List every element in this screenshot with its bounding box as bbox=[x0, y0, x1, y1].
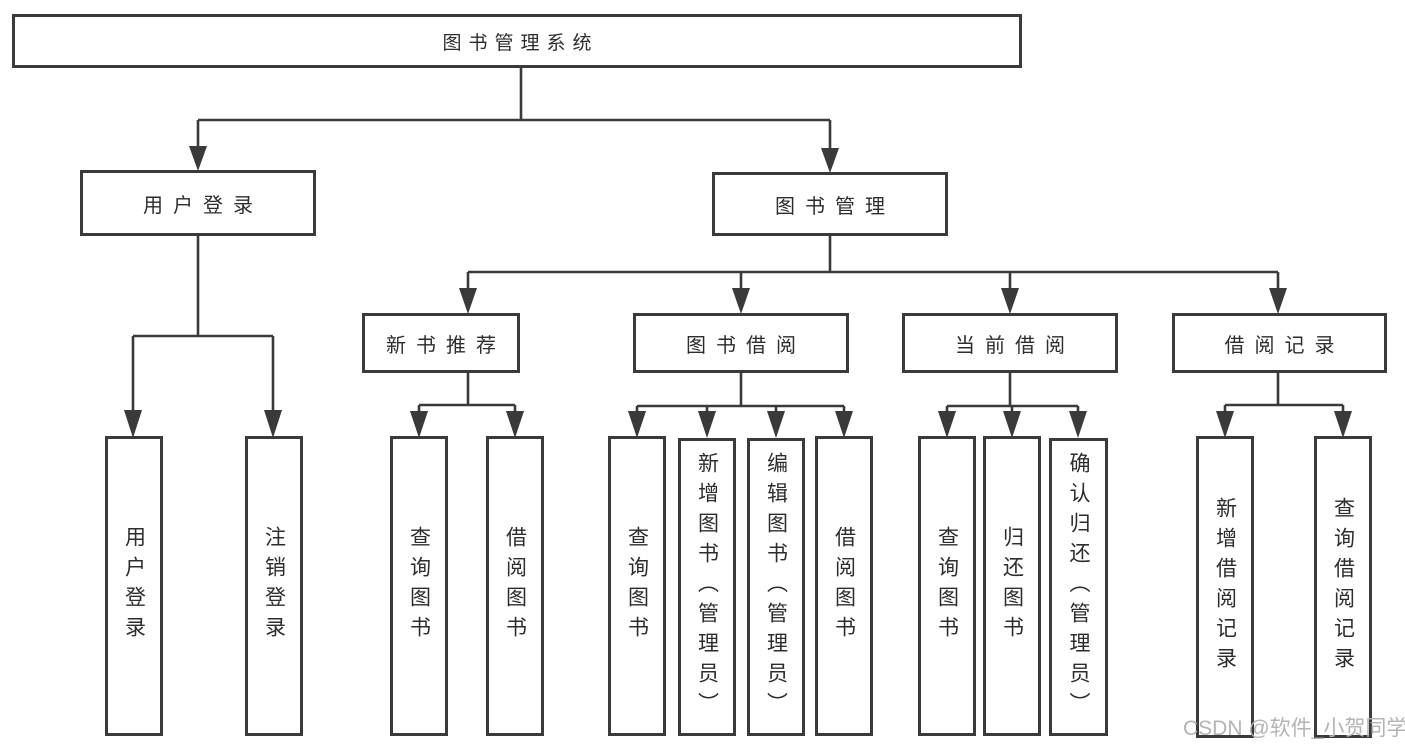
node-label: 归还图书 bbox=[1000, 526, 1024, 646]
arrow-down-icon bbox=[410, 411, 428, 438]
leaf-query-books-current: 查询图书 bbox=[918, 436, 976, 736]
connector-line bbox=[635, 373, 846, 414]
node-label: 查询图书 bbox=[625, 526, 649, 646]
node-book-management: 图书管理 bbox=[712, 172, 948, 236]
node-label: 图书借阅 bbox=[686, 334, 806, 357]
node-current-borrow: 当前借阅 bbox=[902, 313, 1118, 373]
node-label: 图书管理系统 bbox=[442, 32, 599, 54]
node-label: 用户登录 bbox=[122, 526, 146, 646]
connector-line bbox=[1223, 373, 1345, 414]
leaf-borrow-books: 借阅图书 bbox=[815, 436, 873, 736]
node-book-borrow: 图书借阅 bbox=[633, 313, 849, 373]
node-label: 当前借阅 bbox=[955, 334, 1075, 357]
node-label: 借阅图书 bbox=[503, 526, 527, 646]
arrow-down-icon bbox=[835, 411, 853, 438]
arrow-down-icon bbox=[124, 410, 142, 438]
leaf-add-borrow-record: 新增借阅记录 bbox=[1196, 436, 1254, 738]
arrow-down-icon bbox=[628, 411, 646, 438]
node-label: 编辑图书（管理员） bbox=[764, 452, 788, 722]
node-label: 新增借阅记录 bbox=[1213, 497, 1237, 677]
node-user-login: 用户登录 bbox=[80, 170, 316, 236]
arrow-down-icon bbox=[506, 411, 524, 438]
leaf-logout-login: 注销登录 bbox=[245, 436, 303, 736]
connector-line bbox=[196, 68, 832, 152]
node-label: 注销登录 bbox=[262, 526, 286, 646]
arrow-down-icon bbox=[1069, 411, 1087, 438]
leaf-query-books-borrow: 查询图书 bbox=[608, 436, 666, 736]
node-label: 查询图书 bbox=[407, 526, 431, 646]
node-label: 查询借阅记录 bbox=[1331, 497, 1355, 677]
watermark: CSDN @软件_小贺同学 bbox=[1183, 717, 1405, 740]
leaf-edit-books-admin: 编辑图书（管理员） bbox=[747, 438, 805, 736]
node-label: 新增图书（管理员） bbox=[695, 452, 719, 722]
arrow-down-icon bbox=[189, 146, 207, 171]
node-label: 借阅记录 bbox=[1224, 334, 1345, 357]
node-library-management-system: 图书管理系统 bbox=[12, 14, 1022, 68]
arrow-down-icon bbox=[459, 288, 477, 314]
connector-line bbox=[466, 236, 1280, 292]
arrow-down-icon bbox=[732, 288, 750, 314]
node-label: 借阅图书 bbox=[832, 526, 856, 646]
leaf-query-books-recommend: 查询图书 bbox=[390, 436, 448, 736]
node-label: 新书推荐 bbox=[386, 334, 506, 357]
leaf-user-login: 用户登录 bbox=[105, 436, 163, 736]
arrow-down-icon bbox=[698, 411, 716, 438]
arrow-down-icon bbox=[1001, 288, 1019, 314]
leaf-query-borrow-record: 查询借阅记录 bbox=[1314, 436, 1372, 738]
connector-line bbox=[417, 373, 517, 414]
arrow-down-icon bbox=[1269, 288, 1287, 314]
arrow-down-icon bbox=[938, 411, 956, 438]
arrow-down-icon bbox=[821, 148, 839, 173]
arrow-down-icon bbox=[1003, 411, 1021, 438]
node-label: 图书管理 bbox=[775, 195, 895, 218]
node-borrow-records: 借阅记录 bbox=[1172, 313, 1387, 373]
node-label: 查询图书 bbox=[935, 526, 959, 646]
node-new-book-recommend: 新书推荐 bbox=[362, 313, 520, 373]
arrow-down-icon bbox=[1216, 411, 1234, 438]
arrow-down-icon bbox=[1334, 411, 1352, 438]
leaf-add-books-admin: 新增图书（管理员） bbox=[678, 438, 736, 736]
leaf-confirm-return-admin: 确认归还（管理员） bbox=[1049, 438, 1108, 736]
node-label: 确认归还（管理员） bbox=[1067, 452, 1090, 722]
leaf-borrow-books-recommend: 借阅图书 bbox=[486, 436, 544, 736]
leaf-return-books: 归还图书 bbox=[983, 436, 1041, 736]
connector-line bbox=[945, 373, 1080, 414]
arrow-down-icon bbox=[264, 410, 282, 438]
arrow-down-icon bbox=[767, 411, 785, 438]
node-label: 用户登录 bbox=[143, 194, 263, 217]
connector-line bbox=[131, 236, 275, 414]
